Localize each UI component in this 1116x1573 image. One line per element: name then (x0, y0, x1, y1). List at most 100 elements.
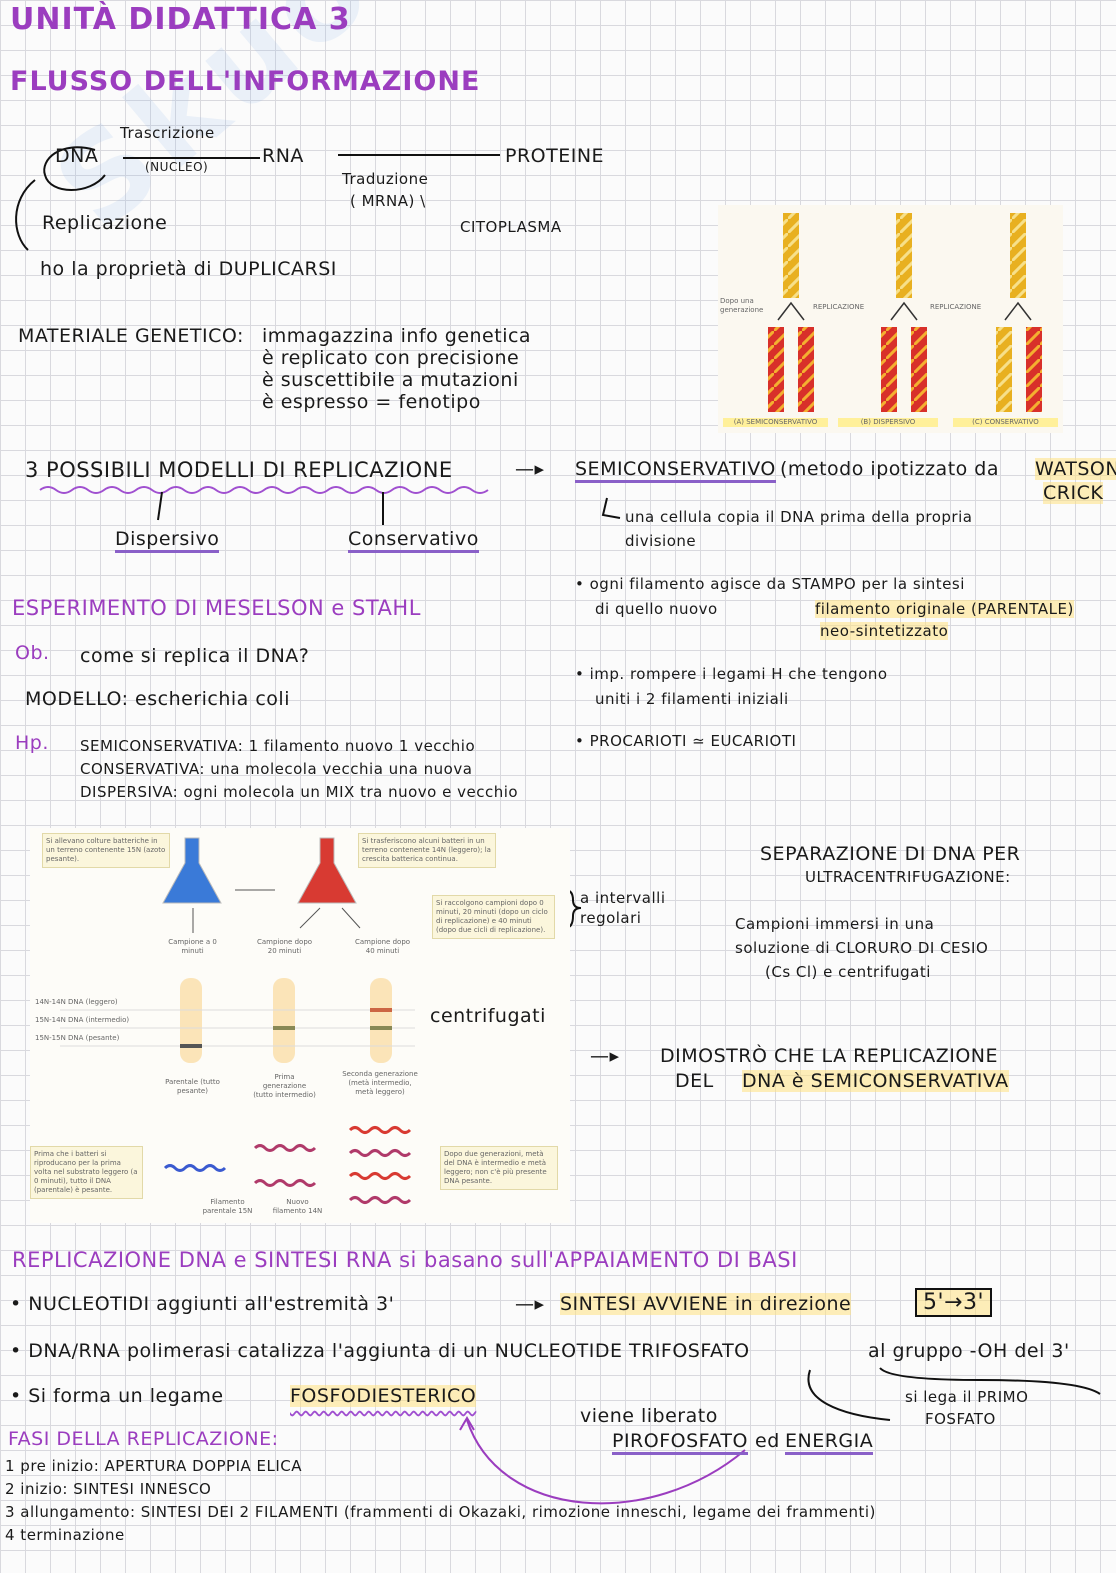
intervalli-line: a intervalli (580, 889, 666, 907)
flow-mrna: ( MRNA) \ (350, 192, 426, 210)
materiale-item: è espresso = fenotipo (262, 391, 481, 413)
experiment-illustration (60, 837, 415, 1204)
fase-item: 1 pre inizio: APERTURA DOPPIA ELICA (5, 1457, 303, 1475)
modelli-semi-note: (metodo ipotizzato da (780, 458, 1000, 480)
sintesi-b2b: al gruppo -OH del 3' (868, 1340, 1070, 1362)
flow-traduzione: Traduzione (342, 170, 429, 188)
hp-item: CONSERVATIVA: una molecola vecchia una n… (80, 760, 473, 778)
dna-helices-illustration (768, 213, 1042, 412)
strand-new-label: Nuovo filamento 14N (272, 1198, 323, 1215)
materiale-list: immagazzina info genetica è replicato co… (262, 325, 531, 413)
direction-box: 5'→3' (915, 1288, 993, 1317)
dimostro-line-1: DIMOSTRÒ CHE LA REPLICAZIONE (660, 1045, 999, 1067)
filamento-parentale: filamento originale (PARENTALE) (815, 600, 1074, 618)
sintesi-b2a: • DNA/RNA polimerasi catalizza l'aggiunt… (10, 1340, 750, 1362)
label-dopo-generazione: Dopo una generazione (720, 297, 764, 314)
ed-text: ed (755, 1430, 780, 1452)
bullet-legami-2: uniti i 2 filamenti iniziali (595, 690, 789, 708)
sintesi-b1-arrow: —▸ (515, 1293, 545, 1315)
sintesi-b1b: SINTESI AVVIENE in direzione (560, 1293, 852, 1315)
label-dispersivo: (B) DISPERSIVO (838, 418, 938, 427)
semi-def-2: divisione (625, 532, 697, 550)
semi-def-1: una cellula copia il DNA prima della pro… (625, 508, 973, 526)
modelli-semiconservativo: SEMICONSERVATIVO (575, 458, 776, 483)
modelli-watson: WATSON (1035, 458, 1116, 480)
fase-item: 2 inizio: SINTESI INNESCO (5, 1480, 212, 1498)
filamento-neo: neo-sintetizzato (820, 622, 949, 640)
materiale-label: MATERIALE GENETICO: (18, 325, 244, 347)
flow-duplicarsi: ho la proprietà di DUPLICARSI (40, 258, 337, 280)
flow-rna: RNA (262, 145, 304, 167)
sintesi-heading: REPLICAZIONE DNA e SINTESI RNA si basano… (12, 1248, 798, 1272)
separazione-line: (Cs Cl) e centrifugati (765, 963, 931, 981)
separazione-heading-2: ULTRACENTRIFUGAZIONE: (805, 868, 1011, 886)
intervalli-line: regolari (580, 909, 642, 927)
pirofosfato: PIROFOSFATO (612, 1430, 748, 1455)
label-semiconservativo: (A) SEMICONSERVATIVO (723, 418, 828, 427)
bullet-procarioti: • PROCARIOTI ≃ EUCARIOTI (575, 732, 797, 750)
hp-item: SEMICONSERVATIVA: 1 filamento nuovo 1 ve… (80, 737, 476, 755)
lega-fosfato: FOSFATO (925, 1410, 996, 1428)
label-replicazione: REPLICAZIONE (930, 303, 982, 311)
sintesi-b1a: • NUCLEOTIDI aggiunti all'estremità 3' (10, 1293, 395, 1315)
page-title: UNITÀ DIDATTICA 3 (10, 2, 351, 37)
esperimento-heading: ESPERIMENTO DI MESELSON e STAHL (12, 596, 421, 620)
sample-label: Campione a 0 minuti (168, 938, 217, 955)
gen-parentale: Parentale (tutto pesante) (165, 1078, 220, 1095)
caption-step-5: Dopo due generazioni, metà del DNA è int… (440, 1146, 558, 1190)
ob-text: come si replica il DNA? (80, 645, 310, 667)
sample-label: Campione dopo 40 minuti (354, 938, 411, 955)
bullet-stampo: • ogni filamento agisce da STAMPO per la… (575, 575, 965, 593)
bullet-legami: • imp. rompere i legami H che tengono (575, 665, 888, 683)
legend-leggero: 14N-14N DNA (leggero) (35, 998, 118, 1006)
lega-primo: si lega il PRIMO (905, 1388, 1029, 1406)
legend-pesante: 15N-15N DNA (pesante) (35, 1034, 120, 1042)
sintesi-b3a: • Si forma un legame (10, 1385, 224, 1407)
gen-seconda: Seconda generazione (metà intermedio, me… (342, 1070, 418, 1096)
modello-conservativo: Conservativo (348, 528, 479, 553)
fosfodiesterico: FOSFODIESTERICO (290, 1385, 477, 1407)
gen-prima: Prima generazione (tutto intermedio) (253, 1073, 316, 1099)
flow-replicazione: Replicazione (42, 212, 168, 234)
hp-label: Hp. (15, 732, 49, 754)
modelli-crick: CRICK (1043, 482, 1104, 504)
bullet-stampo-2: di quello nuovo (595, 600, 718, 618)
materiale-item: immagazzina info genetica (262, 325, 532, 347)
fase-item: 3 allungamento: SINTESI DEI 2 FILAMENTI … (5, 1503, 876, 1521)
intervalli-note: a intervalli regolari (580, 888, 665, 928)
strand-parent-label: Filamento parentale 15N (202, 1198, 253, 1215)
materiale-item: è suscettibile a mutazioni (262, 369, 519, 391)
centrifugati-note: centrifugati (430, 1005, 546, 1027)
ob-label: Ob. (15, 642, 50, 664)
flow-proteine: PROTEINE (505, 145, 605, 167)
materiale-item: è replicato con precisione (262, 347, 520, 369)
sample-label: Campione dopo 20 minuti (256, 938, 313, 955)
caption-step-2: Si trasferiscono alcuni batteri in un te… (358, 833, 496, 868)
separazione-text: Campioni immersi in una soluzione di CLO… (735, 912, 988, 984)
hp-item: DISPERSIVA: ogni molecola un MIX tra nuo… (80, 783, 519, 801)
dimostro-arrow: —▸ (590, 1045, 620, 1067)
replication-models-figure: Dopo una generazione REPLICAZIONE REPLIC… (718, 205, 1063, 433)
separazione-line: Campioni immersi in una (735, 915, 935, 933)
modelli-heading: 3 POSSIBILI MODELLI DI REPLICAZIONE (25, 458, 453, 482)
label-replicazione: REPLICAZIONE (813, 303, 865, 311)
separazione-line: soluzione di CLORURO DI CESIO (735, 939, 989, 957)
viene-liberato: viene liberato (580, 1405, 718, 1427)
flow-trascrizione: Trascrizione (120, 124, 215, 142)
label-conservativo: (C) CONSERVATIVO (953, 418, 1058, 427)
fasi-list: 1 pre inizio: APERTURA DOPPIA ELICA 2 in… (5, 1455, 876, 1547)
flow-dna: DNA (55, 145, 99, 167)
caption-step-4: Prima che i batteri si riproducano per l… (30, 1146, 143, 1199)
caption-step-1: Si allevano colture batteriche in un ter… (42, 833, 170, 868)
flow-citoplasma: CITOPLASMA (460, 218, 562, 236)
modelli-arrow: —▸ (515, 458, 545, 480)
modello-dispersivo: Dispersivo (115, 528, 220, 553)
caption-step-3: Si raccolgono campioni dopo 0 minuti, 20… (432, 895, 555, 939)
hp-list: SEMICONSERVATIVA: 1 filamento nuovo 1 ve… (80, 735, 518, 804)
energia: ENERGIA (785, 1430, 874, 1455)
fase-item: 4 terminazione (5, 1526, 125, 1544)
section-title: FLUSSO DELL'INFORMAZIONE (10, 66, 481, 97)
flow-nucleo: (NUCLEO) (145, 160, 209, 174)
legend-intermedio: 15N-14N DNA (intermedio) (35, 1016, 130, 1024)
